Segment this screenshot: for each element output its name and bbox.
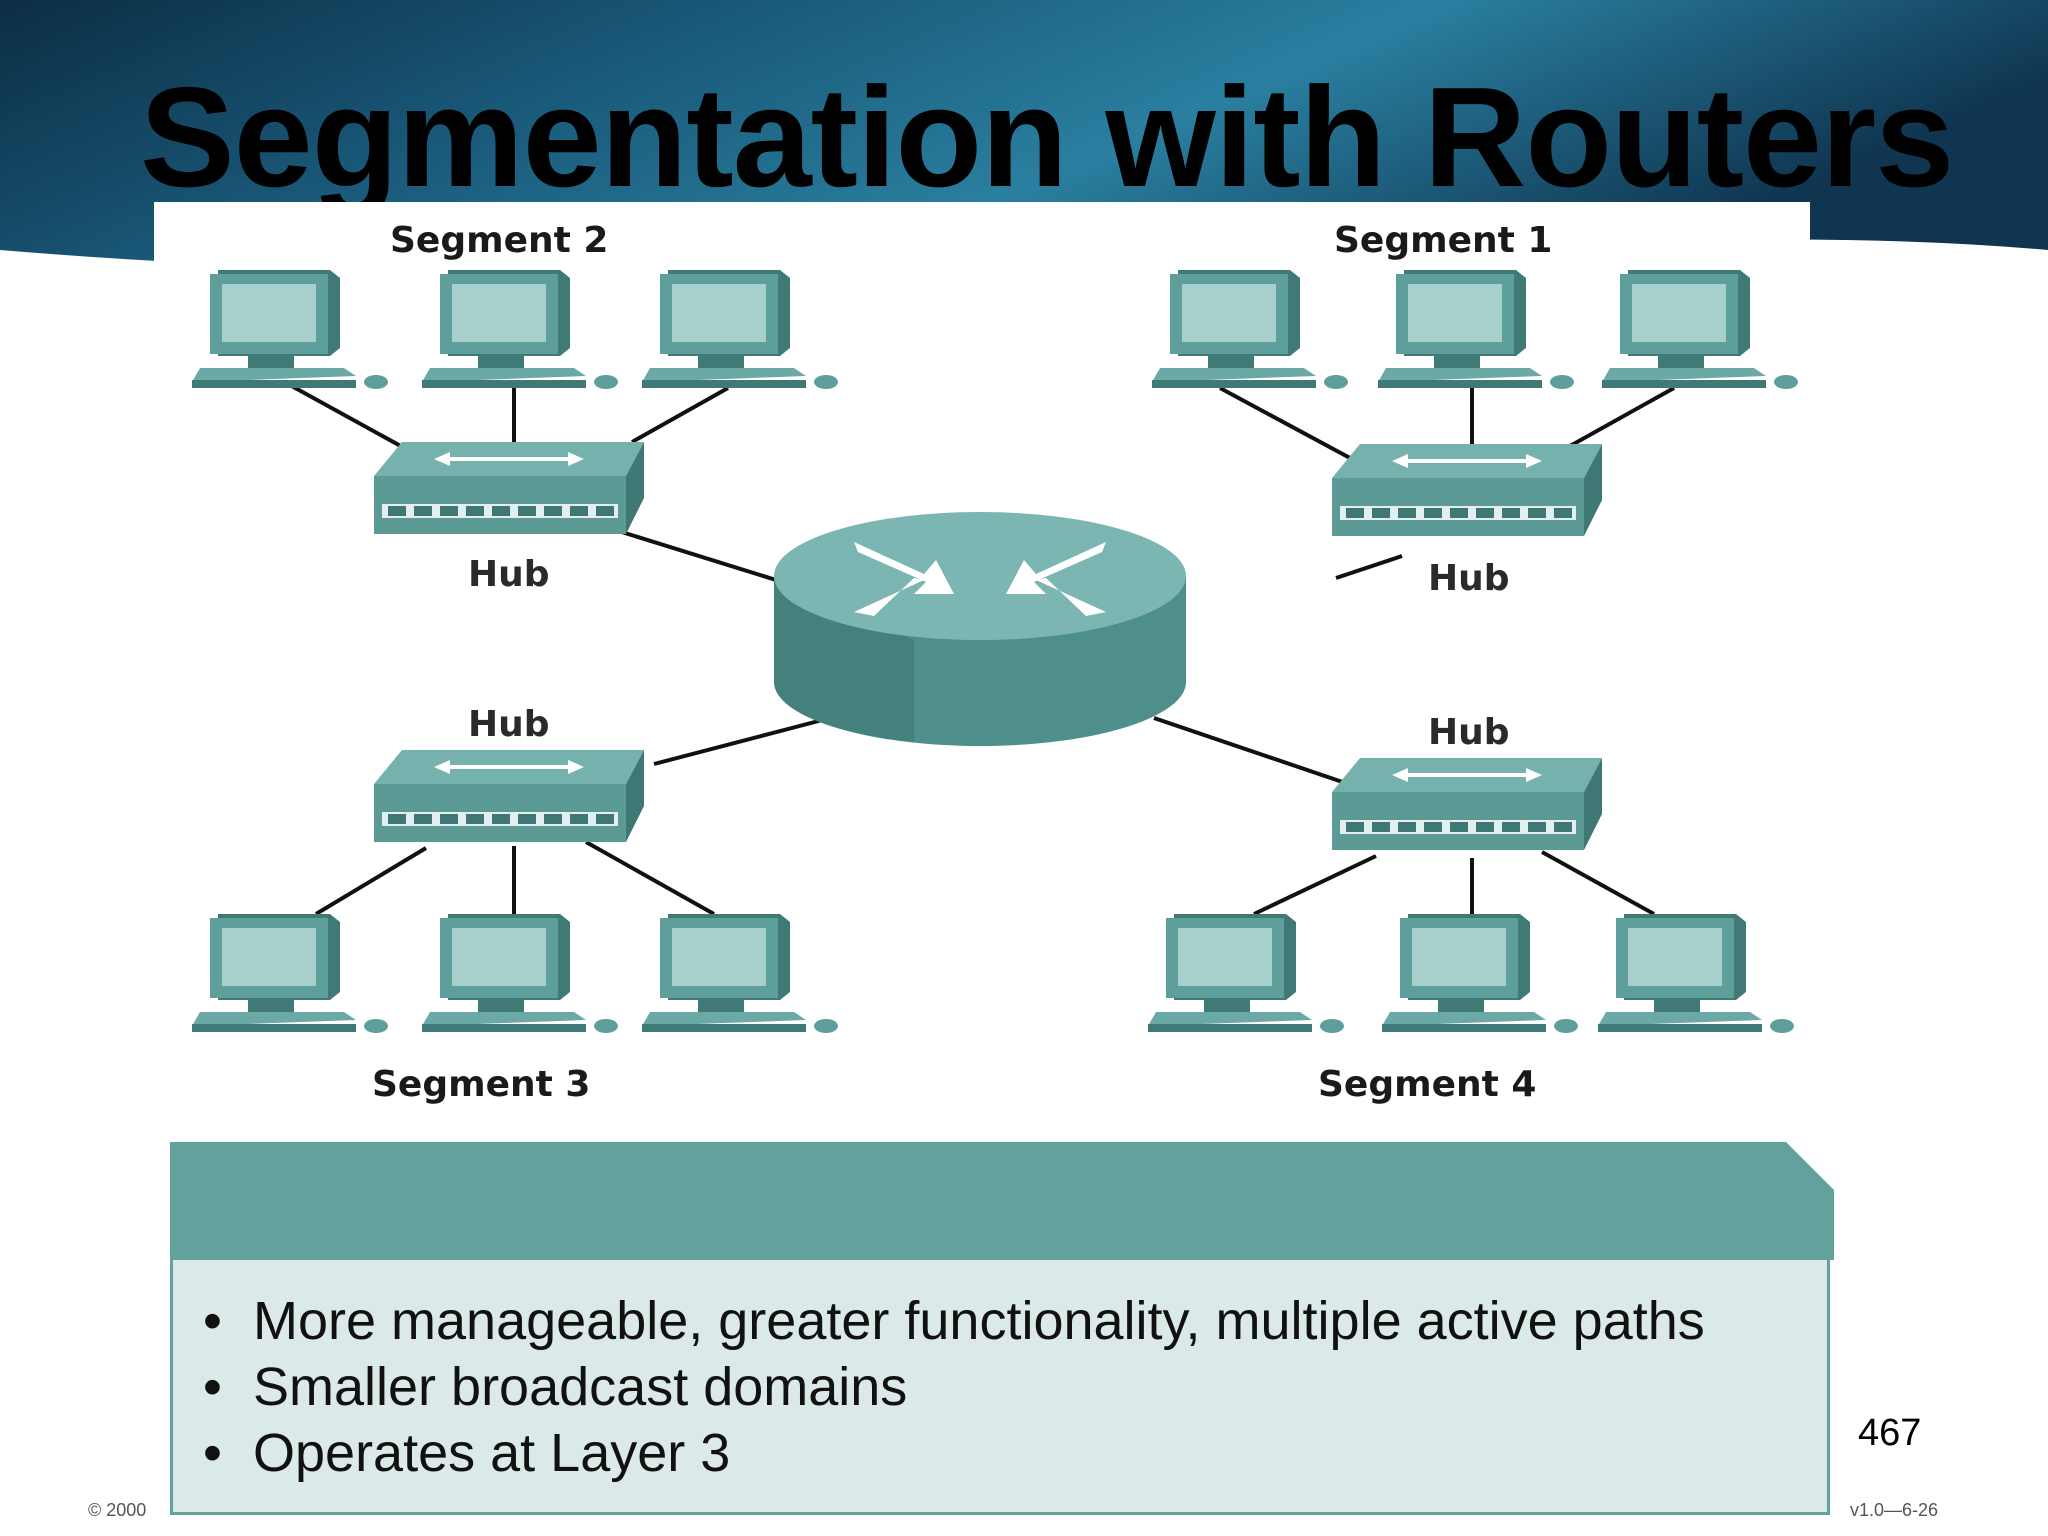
computer-icon bbox=[1602, 270, 1798, 389]
hub-segment-2 bbox=[372, 440, 646, 536]
bullet-text: More manageable, greater functionality, … bbox=[253, 1291, 1705, 1351]
computer-icon bbox=[192, 914, 388, 1033]
hub-label: Hub bbox=[1428, 712, 1510, 753]
hub-segment-1 bbox=[1330, 442, 1604, 538]
page-number: 467 bbox=[1858, 1412, 1922, 1454]
segment-2-label: Segment 2 bbox=[390, 220, 608, 261]
segment-1-label: Segment 1 bbox=[1334, 220, 1552, 261]
version-footer: v1.0—6-26 bbox=[1850, 1500, 1939, 1520]
computer-icon bbox=[1598, 914, 1794, 1033]
info-box: • More manageable, greater functionality,… bbox=[170, 1260, 1830, 1515]
bullet-item: • More manageable, greater functionality,… bbox=[193, 1288, 1705, 1354]
bullet-list: • More manageable, greater functionality,… bbox=[193, 1288, 1705, 1486]
network-diagram: Segment 2 Segment 1 Segment 3 Segment 4 … bbox=[192, 220, 1798, 1105]
hub-segment-4 bbox=[1330, 756, 1604, 852]
computer-icon bbox=[422, 914, 618, 1033]
computer-icon bbox=[1148, 914, 1344, 1033]
computer-icon bbox=[642, 270, 838, 389]
info-box-header bbox=[170, 1142, 1834, 1260]
bullet-icon: • bbox=[203, 1291, 222, 1351]
computer-icon bbox=[1378, 270, 1574, 389]
computer-icon bbox=[422, 270, 618, 389]
hub-label: Hub bbox=[468, 554, 550, 595]
computer-icon bbox=[1152, 270, 1348, 389]
hub-label: Hub bbox=[1428, 558, 1510, 599]
bullet-icon: • bbox=[203, 1423, 222, 1483]
segment-4-label: Segment 4 bbox=[1318, 1064, 1536, 1105]
bullet-text: Operates at Layer 3 bbox=[253, 1423, 731, 1483]
bullet-text: Smaller broadcast domains bbox=[253, 1357, 908, 1417]
copyright-footer: © 2000 bbox=[88, 1500, 147, 1520]
bullet-icon: • bbox=[203, 1357, 222, 1417]
computer-icon bbox=[1382, 914, 1578, 1033]
slide-title: Segmentation with Routers bbox=[140, 58, 1954, 217]
computer-icon bbox=[192, 270, 388, 389]
bullet-item: • Operates at Layer 3 bbox=[193, 1420, 1705, 1486]
hub-segment-3 bbox=[372, 748, 646, 844]
bullet-item: • Smaller broadcast domains bbox=[193, 1354, 1705, 1420]
computer-icon bbox=[642, 914, 838, 1033]
hub-label: Hub bbox=[468, 704, 550, 745]
router-icon bbox=[774, 512, 1186, 746]
segment-3-label: Segment 3 bbox=[372, 1064, 590, 1105]
